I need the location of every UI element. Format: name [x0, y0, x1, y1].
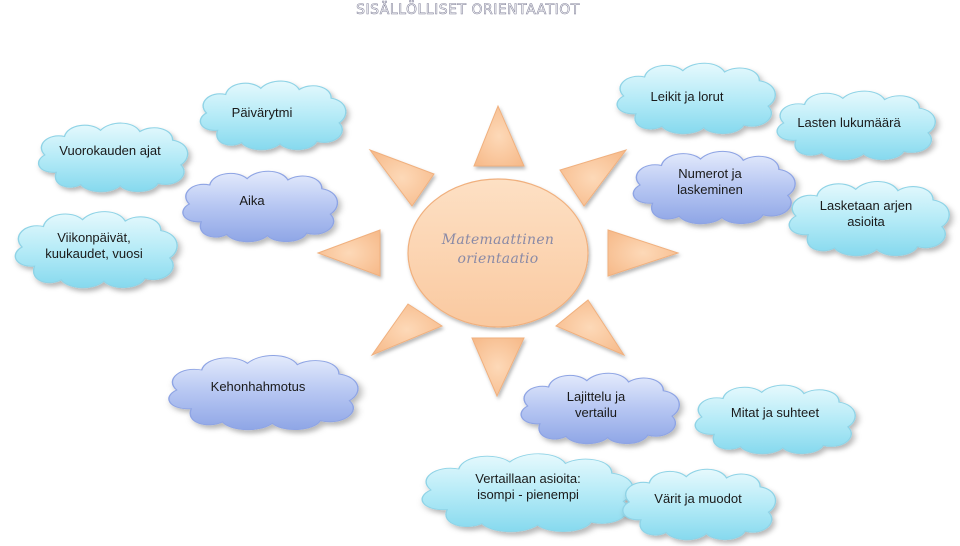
center-label-line2: orientaatio	[457, 251, 539, 267]
sun-ray-top	[473, 104, 525, 167]
cloud-label-paivarytmi: Päivärytmi	[231, 105, 293, 120]
cloud-kehonhahmotus	[168, 355, 359, 431]
sun-ray-bottom-right	[555, 299, 626, 357]
cloud-paivarytmi	[199, 80, 347, 151]
cloud-vertaillaan	[421, 453, 634, 533]
cloud-label-lasketaan-line2: asioita	[847, 214, 885, 229]
page-title: SISÄLLÖLLISET ORIENTAATIOT	[356, 2, 580, 19]
cloud-label-numerot-line1: Numerot ja	[678, 166, 742, 181]
cloud-viikonpaivat	[14, 211, 178, 289]
cloud-lasketaan	[788, 180, 950, 257]
sun-rays	[316, 104, 680, 398]
center-label-line1: Matemaattinen	[441, 232, 555, 248]
cloud-label-viikonpaivat-line2: kuukaudet, vuosi	[45, 246, 143, 261]
cloud-label-viikonpaivat-line1: Viikonpäivät,	[57, 230, 131, 245]
cloud-label-numerot: Numerot ja laskeminen	[630, 164, 790, 200]
cloud-label-numerot-line2: laskeminen	[677, 182, 743, 197]
sun-ray-right	[607, 229, 680, 277]
cloud-label-vuorokauden-ajat: Vuorokauden ajat	[59, 143, 161, 158]
cloud-label-kehonhahmotus: Kehonhahmotus	[210, 379, 306, 394]
cloud-label-vertaillaan-line1: Vertaillaan asioita:	[475, 471, 581, 486]
cloud-label-vertaillaan: Vertaillaan asioita: isompi - pienempi	[420, 468, 636, 506]
sun-ray-top-left	[368, 148, 435, 207]
cloud-mitat-ja-suhteet	[694, 384, 856, 455]
cloud-label-lasketaan-line1: Lasketaan arjen	[819, 198, 913, 213]
sun-center	[407, 178, 589, 328]
clouds-layer	[14, 62, 950, 541]
cloud-vuorokauden-ajat	[37, 122, 189, 193]
cloud-label-aika: Aika	[239, 193, 265, 208]
cloud-label-lajittelu-line1: Lajittelu ja	[566, 389, 626, 404]
sun-ray-left	[316, 229, 381, 277]
cloud-numerot	[632, 150, 796, 225]
cloud-leikit-ja-lorut	[616, 62, 776, 135]
cloud-lasten-lukumaara	[776, 90, 936, 161]
cloud-label-lajittelu: Lajittelu ja vertailu	[518, 386, 674, 424]
cloud-label-lasten-lukumaara: Lasten lukumäärä	[797, 115, 901, 130]
cloud-varit-ja-muodot	[622, 468, 777, 541]
sun-ray-top-right	[559, 149, 628, 207]
cloud-aika	[182, 170, 339, 243]
cloud-lajittelu	[520, 372, 680, 445]
cloud-label-varit-ja-muodot: Värit ja muodot	[654, 491, 742, 506]
cloud-label-leikit-ja-lorut: Leikit ja lorut	[650, 89, 724, 104]
sun-ray-bottom-left	[370, 303, 444, 357]
cloud-label-vertaillaan-line2: isompi - pienempi	[477, 487, 579, 502]
cloud-label-mitat-ja-suhteet: Mitat ja suhteet	[730, 405, 820, 420]
cloud-label-lasketaan: Lasketaan arjen asioita	[786, 196, 946, 232]
sun-ray-bottom	[471, 337, 525, 398]
cloud-label-lajittelu-line2: vertailu	[575, 405, 617, 420]
center-label: Matemaattinen orientaatio	[418, 228, 578, 272]
cloud-label-viikonpaivat: Viikonpäivät, kuukaudet, vuosi	[14, 228, 174, 264]
